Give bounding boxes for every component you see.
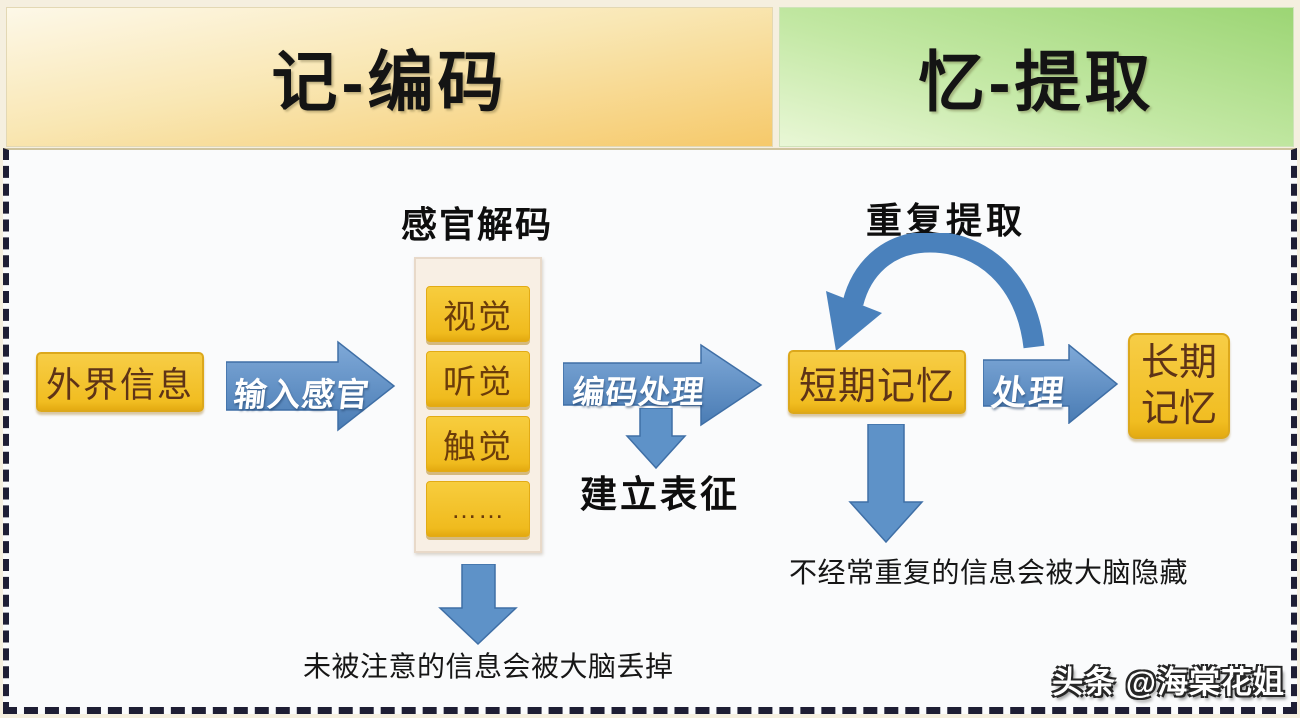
input-arrow-label: 输入感官 xyxy=(231,376,372,413)
long-term-memory-label-line1: 长期 xyxy=(1140,341,1217,384)
discard-down-arrow xyxy=(437,564,520,646)
process-arrow-label: 处理 xyxy=(989,374,1068,413)
hide-down-arrow xyxy=(846,424,926,544)
encode-arrow-label: 编码处理 xyxy=(570,374,707,410)
representation-down-arrow xyxy=(622,408,690,470)
sense-box-visual: 视觉 xyxy=(426,286,530,342)
retrieval-title: 忆-提取 xyxy=(918,45,1155,119)
down-arrow-icon xyxy=(438,564,518,646)
header-encoding-panel: 记-编码 xyxy=(6,7,773,147)
external-info-label: 外界信息 xyxy=(45,365,194,405)
sense-box-ellipsis: …… xyxy=(426,481,530,537)
hide-note: 不经常重复的信息会被大脑隐藏 xyxy=(789,557,1189,588)
input-sensory-arrow: 输入感官 xyxy=(226,340,396,432)
right-arrow-icon xyxy=(563,343,763,427)
sensory-decode-title: 感官解码 xyxy=(401,204,554,245)
down-arrow-icon xyxy=(625,408,687,470)
sensory-panel: 视觉 听觉 触觉 …… xyxy=(414,257,542,553)
external-info-box: 外界信息 xyxy=(36,352,204,412)
encoding-title: 记-编码 xyxy=(271,45,508,119)
short-term-memory-box: 短期记忆 xyxy=(788,350,966,414)
watermark: 头条 @海棠花姐 xyxy=(1052,665,1285,700)
right-arrow-icon xyxy=(983,344,1119,424)
build-representation-label: 建立表征 xyxy=(580,474,740,515)
long-term-memory-label-line2: 记忆 xyxy=(1140,388,1217,430)
long-term-memory-box: 长期 记忆 xyxy=(1128,333,1230,439)
header-retrieval-panel: 忆-提取 xyxy=(779,7,1294,147)
down-arrow-icon xyxy=(848,424,924,544)
discard-note: 未被注意的信息会被大脑丢掉 xyxy=(303,651,674,682)
repeat-retrieval-arc-arrow xyxy=(812,233,1047,355)
sense-box-auditory: 听觉 xyxy=(426,351,530,407)
sense-box-tactile: 触觉 xyxy=(426,416,530,472)
curved-arrow-icon xyxy=(826,233,1045,351)
process-arrow: 处理 xyxy=(983,344,1119,424)
right-arrow-icon xyxy=(226,340,396,432)
short-term-memory-label: 短期记忆 xyxy=(798,365,955,408)
encode-processing-arrow: 编码处理 xyxy=(563,343,763,427)
